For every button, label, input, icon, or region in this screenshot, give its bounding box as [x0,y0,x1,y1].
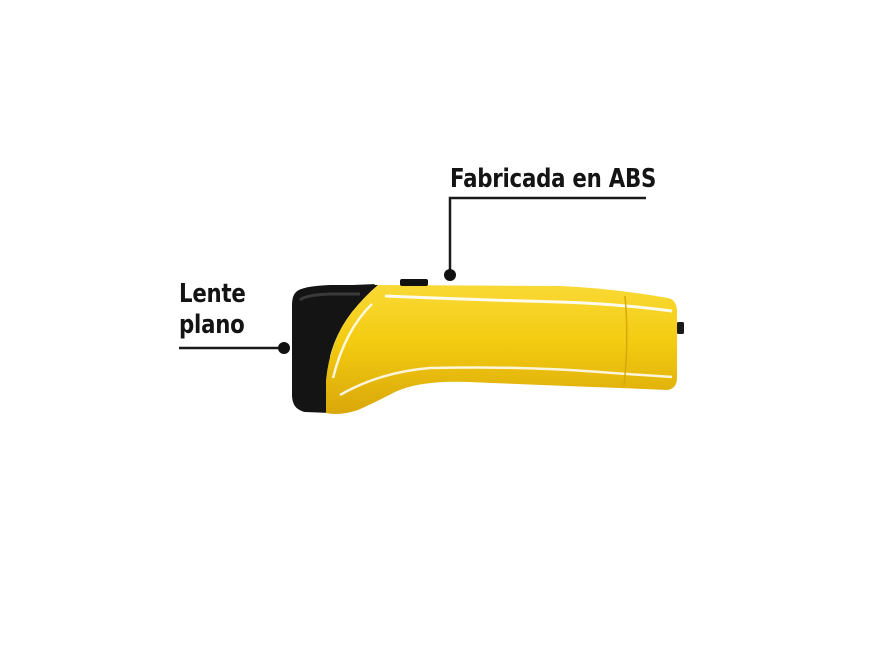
flashlight-body [326,285,677,414]
body-highlight-top [384,294,673,313]
lens-callout-line2: plano [179,310,245,341]
material-callout-line [448,196,646,270]
body-seam [623,295,628,387]
lens-callout-label: Lente plano [179,279,246,341]
lens-shine [298,292,360,302]
power-switch [400,279,428,286]
end-cap-hook [677,322,684,334]
material-callout-dot [444,269,456,281]
lens-callout-dot [278,342,290,354]
lens-callout-line1: Lente [179,279,246,309]
material-callout-label: Fabricada en ABS [450,164,657,194]
body-highlight-curve [331,303,373,379]
body-highlight-bottom [339,366,673,397]
lens-rim [292,285,378,412]
